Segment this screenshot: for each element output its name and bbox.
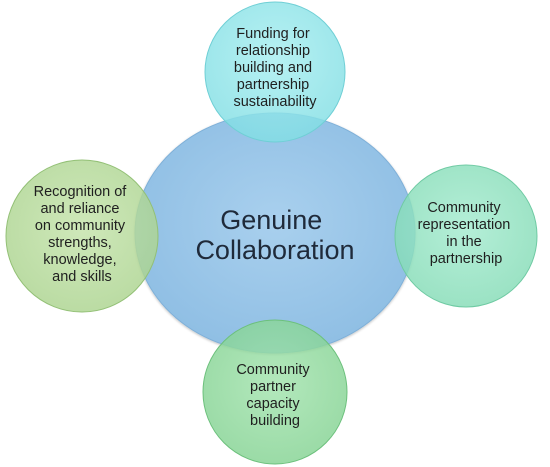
left-circle	[5, 159, 159, 313]
right-label-line: Community	[427, 200, 501, 216]
top-label-line: partnership	[237, 77, 310, 93]
right-label-line: partnership	[430, 251, 503, 267]
left-label-line: knowledge,	[43, 252, 116, 268]
bottom-circle	[202, 319, 348, 465]
right-label-line: in the	[446, 234, 481, 250]
left-label-line: strengths,	[48, 235, 112, 251]
right-circle	[394, 164, 538, 308]
left-label-line: on community	[35, 218, 126, 234]
top-circle	[204, 1, 346, 143]
left-label-line: and skills	[52, 269, 112, 285]
top-label-line: sustainability	[233, 94, 317, 110]
right-label: Community representation in the partners…	[418, 200, 515, 267]
top-label: Funding for relationship building and pa…	[233, 26, 317, 110]
center-label-line: Genuine	[220, 205, 322, 235]
left-label-line: Recognition of	[34, 184, 128, 200]
bottom-label-line: partner	[250, 379, 296, 395]
right-label-line: representation	[418, 217, 511, 233]
bottom-label-line: Community	[236, 362, 310, 378]
left-label: Recognition of and reliance on community…	[34, 184, 131, 285]
top-label-line: building and	[234, 60, 312, 76]
top-label-line: relationship	[236, 43, 310, 59]
bottom-label-line: building	[250, 413, 300, 429]
center-label: Genuine Collaboration	[195, 205, 354, 265]
left-label-line: and reliance	[40, 201, 119, 217]
center-label-line: Collaboration	[195, 235, 354, 265]
top-label-line: Funding for	[236, 26, 310, 42]
bottom-label: Community partner capacity building	[236, 362, 313, 429]
bottom-label-line: capacity	[246, 396, 300, 412]
